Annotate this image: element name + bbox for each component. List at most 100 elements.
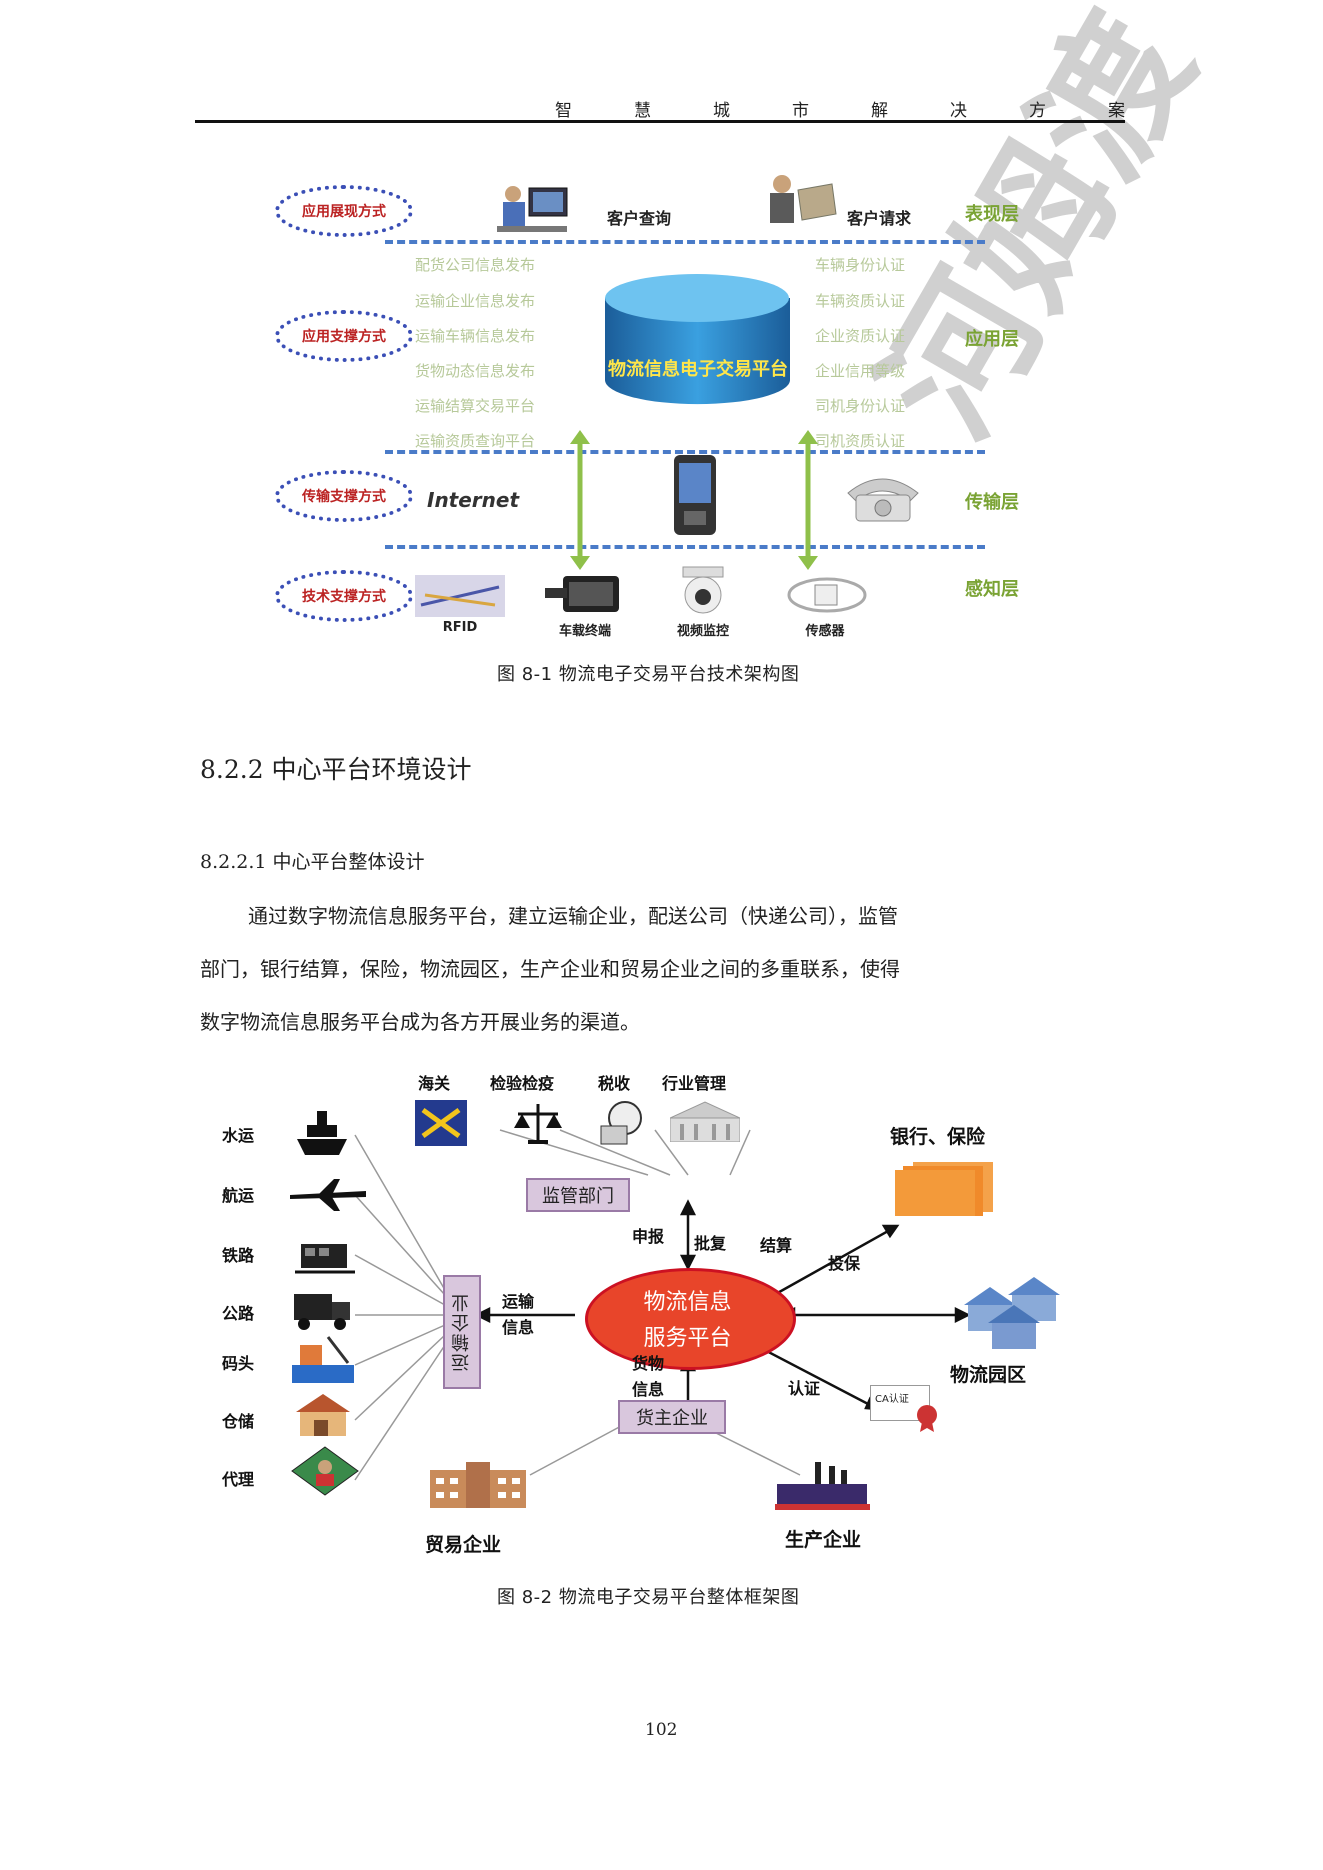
- header-char: 智: [555, 101, 572, 121]
- header-char: 慧: [634, 101, 651, 121]
- sensing-label: 传感器: [805, 624, 845, 639]
- layer-divider: [385, 545, 985, 549]
- bank-insurance-label: 银行、保险: [890, 1126, 986, 1148]
- layer-mode-oval: 应用展现方式: [275, 185, 413, 237]
- transport-mode-label: 航运: [222, 1186, 255, 1205]
- regulator-label: 海关: [418, 1074, 451, 1093]
- customs-icon: [415, 1100, 467, 1146]
- logistics-park-label: 物流园区: [950, 1364, 1027, 1386]
- regulator-label: 检验检疫: [490, 1074, 555, 1093]
- train-icon: [295, 1244, 355, 1274]
- sensor-icon: [787, 577, 867, 613]
- cargo-owner-box: 货主企业: [618, 1400, 726, 1434]
- telephone-icon: [847, 478, 919, 522]
- service-item: 配货公司信息发布: [415, 256, 536, 274]
- edge-label: 投保: [828, 1254, 861, 1273]
- layer-divider: [385, 450, 985, 454]
- edge-label: 信息: [502, 1318, 535, 1337]
- service-item: 司机资质认证: [815, 432, 906, 450]
- dock-icon: [292, 1336, 354, 1383]
- edge-label: 运输: [502, 1292, 535, 1311]
- paragraph-line: 数字物流信息服务平台成为各方开展业务的渠道。: [200, 1010, 640, 1034]
- transport-mode-label: 码头: [222, 1354, 255, 1373]
- internet-label: Internet: [427, 488, 520, 512]
- edge-label: 结算: [760, 1236, 793, 1255]
- subsection-heading: 8.2.2.1 中心平台整体设计: [200, 851, 425, 873]
- regulator-box: 监管部门: [526, 1178, 630, 1212]
- edge-label: 申报: [632, 1227, 665, 1246]
- central-hub-line2: 服务平台: [643, 1326, 732, 1351]
- vehicle-terminal-icon: [545, 576, 619, 612]
- factory-icon: [775, 1462, 870, 1510]
- platform-cylinder-icon: [605, 274, 790, 405]
- transport-mode-label: 仓储: [222, 1412, 255, 1431]
- page-number: 102: [645, 1720, 678, 1740]
- double-arrow-icon: [570, 430, 590, 570]
- header-char: 市: [792, 101, 809, 121]
- paragraph-line: 部门，银行结算，保险，物流园区，生产企业和贸易企业之间的多重联系，使得: [200, 957, 900, 981]
- government-building-icon: [670, 1101, 740, 1142]
- camera-icon: [682, 566, 724, 614]
- running-header: 智 慧 城 市 解 决 方 案: [195, 96, 1125, 121]
- figure-technical-architecture: 应用展现方式 应用支撑方式 传输支撑方式 技术支撑方式 表现层 应用层 传输层 …: [265, 170, 1065, 640]
- service-item: 企业资质认证: [815, 327, 906, 345]
- layer-name: 表现层: [965, 204, 1019, 225]
- central-hub-line1: 物流信息: [643, 1290, 732, 1315]
- service-item: 企业信用等级: [815, 362, 906, 380]
- transport-mode-label: 公路: [222, 1304, 255, 1323]
- connector-lines: [354, 1129, 971, 1481]
- paragraph-line: 通过数字物流信息服务平台，建立运输企业，配送公司（快递公司），监管: [248, 904, 898, 928]
- service-item: 车辆资质认证: [815, 292, 906, 310]
- tax-icon: [600, 1101, 642, 1145]
- trade-enterprise-label: 贸易企业: [425, 1534, 502, 1556]
- warehouse-icon: [296, 1394, 350, 1436]
- transport-mode-label: 铁路: [222, 1246, 255, 1265]
- figure-overall-framework: 海关 检验检疫 税收 行业管理 水运 航运 铁路 公路 码头 仓储 代理: [200, 1060, 1100, 1580]
- truck-icon: [294, 1294, 350, 1330]
- pda-icon: [674, 455, 716, 535]
- transport-mode-label: 代理: [222, 1470, 255, 1489]
- header-char: 案: [1108, 101, 1125, 121]
- double-arrow-icon: [798, 430, 818, 570]
- header-char: 决: [950, 101, 967, 121]
- regulator-label: 税收: [598, 1074, 631, 1093]
- sensing-label: 车载终端: [558, 624, 611, 639]
- edge-label: 批复: [694, 1234, 727, 1253]
- computer-user-icon: [497, 186, 568, 232]
- bank-cards-icon: [895, 1162, 993, 1216]
- figure-caption: 图 8-1 物流电子交易平台技术架构图: [497, 664, 800, 685]
- figure-caption: 图 8-2 物流电子交易平台整体框架图: [497, 1587, 800, 1608]
- layer-divider: [385, 240, 985, 244]
- service-item: 运输结算交易平台: [415, 397, 536, 415]
- layer-mode-oval: 应用支撑方式: [275, 310, 413, 362]
- customer-request-label: 客户请求: [847, 209, 912, 228]
- header-char: 方: [1029, 101, 1046, 121]
- airplane-icon: [290, 1179, 366, 1211]
- layer-name: 传输层: [965, 492, 1019, 513]
- edge-label: 信息: [632, 1380, 665, 1399]
- ca-certificate: CA认证: [870, 1385, 930, 1421]
- rfid-icon: [415, 575, 505, 617]
- edge-label: 认证: [788, 1379, 821, 1398]
- header-char: 解: [871, 101, 888, 121]
- transport-enterprise-box: 运输企业: [443, 1275, 481, 1389]
- central-hub: [585, 1268, 796, 1370]
- service-item: 货物动态信息发布: [415, 362, 536, 380]
- logistics-park-icon: [964, 1277, 1060, 1349]
- header-char: 城: [713, 101, 730, 121]
- ship-icon: [297, 1111, 347, 1155]
- scales-icon: [514, 1104, 562, 1144]
- edge-label: 货物: [632, 1354, 665, 1373]
- service-item: 司机身份认证: [815, 397, 906, 415]
- layer-mode-oval: 技术支撑方式: [275, 570, 413, 622]
- layer-mode-oval: 传输支撑方式: [275, 470, 413, 522]
- regulator-label: 行业管理: [662, 1074, 727, 1093]
- transport-mode-label: 水运: [222, 1126, 255, 1145]
- platform-label: 物流信息电子交易平台: [608, 359, 788, 380]
- customer-request-icon: [770, 175, 837, 223]
- customer-query-label: 客户查询: [607, 209, 672, 228]
- production-enterprise-label: 生产企业: [785, 1529, 862, 1551]
- layer-name: 应用层: [965, 329, 1019, 350]
- sensing-label: RFID: [442, 620, 478, 635]
- service-item: 运输资质查询平台: [415, 432, 536, 450]
